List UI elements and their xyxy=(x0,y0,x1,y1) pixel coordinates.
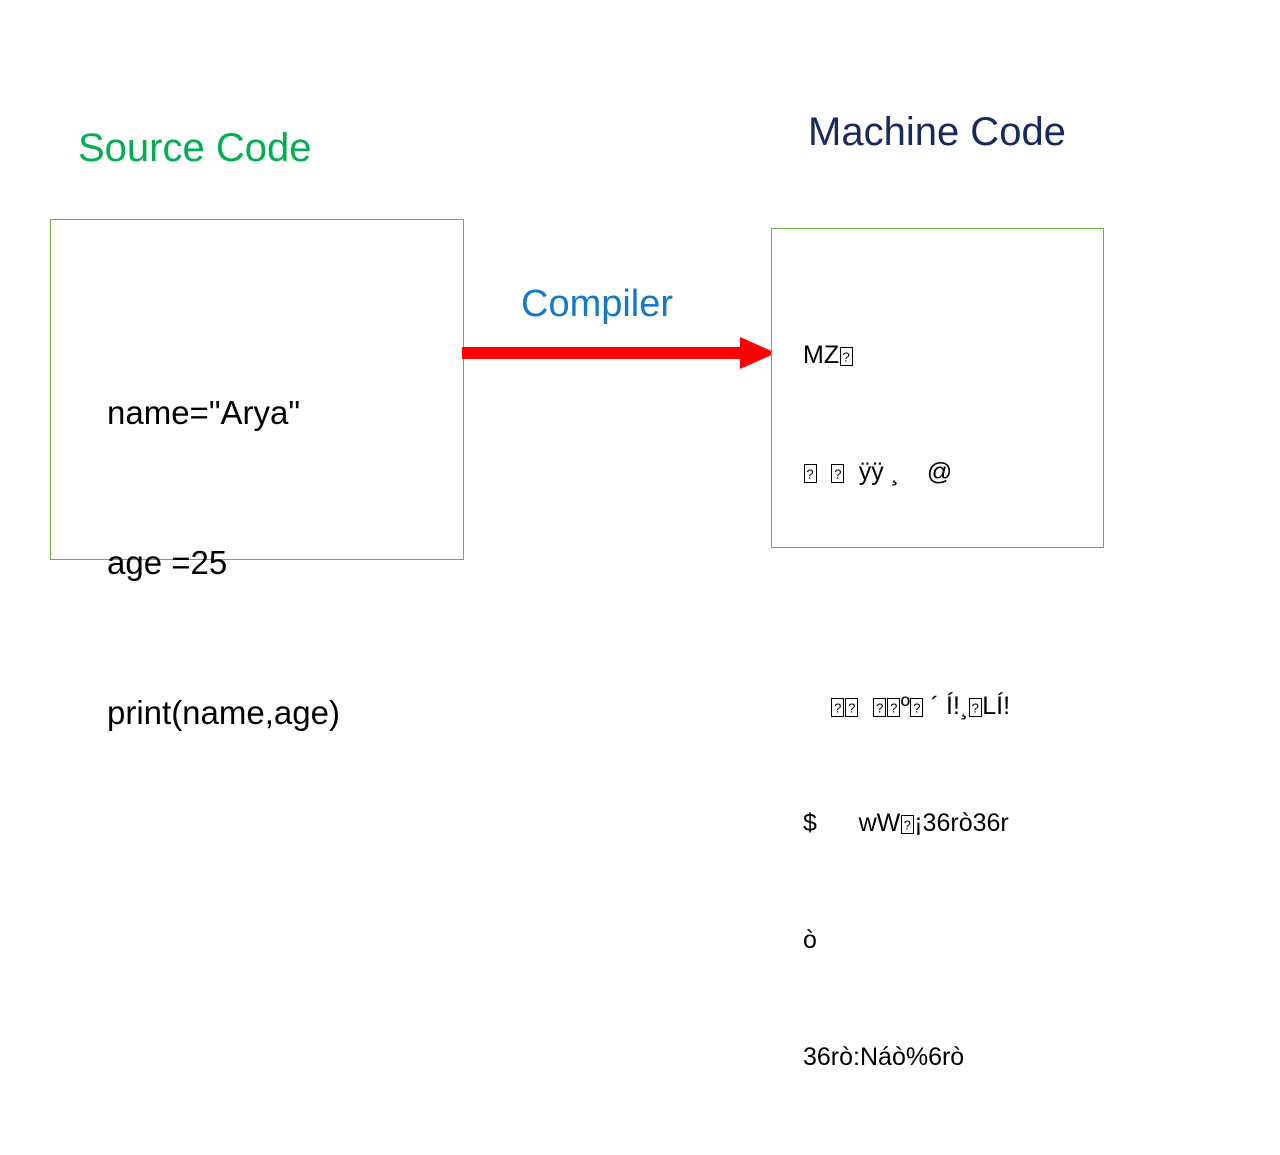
machine-code-line: 36rò:Náò%6rò xyxy=(803,1043,965,1071)
missing-glyph-box xyxy=(910,698,924,717)
missing-glyph-box xyxy=(831,698,845,717)
missing-glyph-box xyxy=(968,698,982,717)
missing-glyph-box xyxy=(845,698,859,717)
compiler-label: Compiler xyxy=(521,283,674,325)
machine-code-line xyxy=(803,570,1097,609)
missing-glyph-box xyxy=(900,815,914,834)
missing-glyph-box xyxy=(803,464,817,483)
machine-code-line: MZ xyxy=(803,336,1097,375)
source-code-line: name="Arya" xyxy=(107,394,301,431)
diagram-canvas: Source Code name="Arya" age =25 print(na… xyxy=(0,0,1280,720)
missing-glyph-box xyxy=(873,698,887,717)
source-code-line: print(name,age) xyxy=(107,694,340,731)
machine-code-listing: MZ ÿÿ ¸ @ º ´ Í!¸LÍ! $ wW¡36rò36r ò 36rò… xyxy=(803,258,1097,1155)
source-code-box: name="Arya" age =25 print(name,age) xyxy=(50,219,464,731)
machine-code-box: MZ ÿÿ ¸ @ º ´ Í!¸LÍ! $ wW¡36rò36r ò 36rò… xyxy=(771,228,1104,1071)
right-arrow-icon xyxy=(462,337,776,369)
missing-glyph-box xyxy=(831,464,845,483)
machine-code-title: Machine Code xyxy=(808,110,1066,154)
source-code-listing: name="Arya" age =25 print(name,age) xyxy=(107,288,340,838)
machine-code-line: ò xyxy=(803,926,817,954)
source-code-title: Source Code xyxy=(78,126,312,170)
machine-code-line: º ´ Í!¸LÍ! xyxy=(803,687,1097,726)
machine-code-line: $ wW¡36rò36r xyxy=(803,804,1097,843)
source-code-line: age =25 xyxy=(107,544,228,581)
missing-glyph-box xyxy=(839,347,853,366)
machine-code-line: ÿÿ ¸ @ xyxy=(803,453,1097,492)
missing-glyph-box xyxy=(887,698,901,717)
